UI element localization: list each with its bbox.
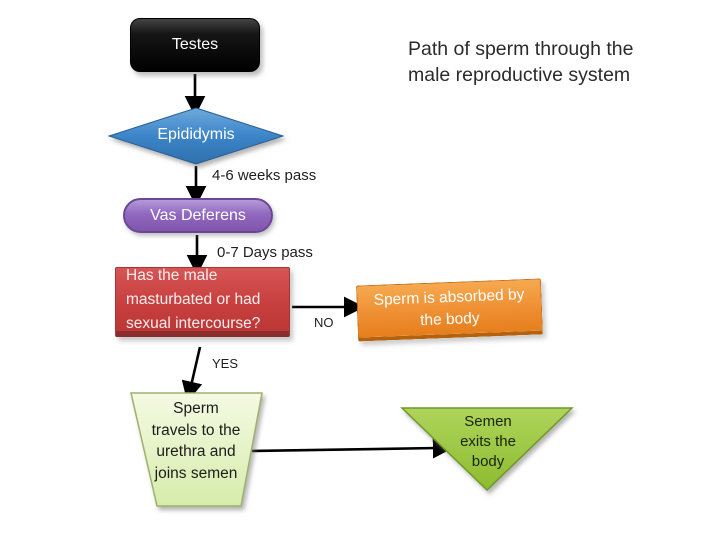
urethra-trapezoid-shape (130, 392, 263, 507)
node-question-label: Has the male masturbated or had sexual i… (126, 266, 261, 332)
connector-question-urethra-yes (181, 346, 203, 403)
semen-exits-triangle-shape (400, 407, 574, 492)
connector-urethra-exits (251, 437, 454, 459)
node-testes-label: Testes (171, 36, 219, 53)
node-question: Has the male masturbated or had sexual i… (115, 267, 290, 337)
node-urethra-label: Sperm travels to the urethra and joins s… (151, 400, 241, 482)
node-vas-deferens-label: Vas Deferens (150, 206, 246, 224)
edge-label-days-pass: 0-7 Days pass (217, 244, 313, 261)
flow-connectors (181, 74, 454, 459)
node-sperm-absorbed-label: Sperm is absorbed by the body (373, 285, 525, 329)
node-sperm-absorbed: Sperm is absorbed by the body (355, 278, 544, 342)
node-vas-deferens: Vas Deferens (123, 198, 273, 233)
edge-label-yes: YES (212, 356, 239, 371)
epididymis-diamond-shape (107, 107, 285, 165)
edge-label-no: NO (314, 315, 334, 330)
slide-title: Path of sperm through the male reproduct… (408, 38, 634, 86)
node-semen-exits-label: Semen exits the body (460, 413, 516, 470)
edge-label-weeks-pass: 4-6 weeks pass (212, 167, 317, 184)
node-epididymis-label: Epididymis (157, 126, 235, 143)
node-testes: Testes (130, 18, 260, 72)
